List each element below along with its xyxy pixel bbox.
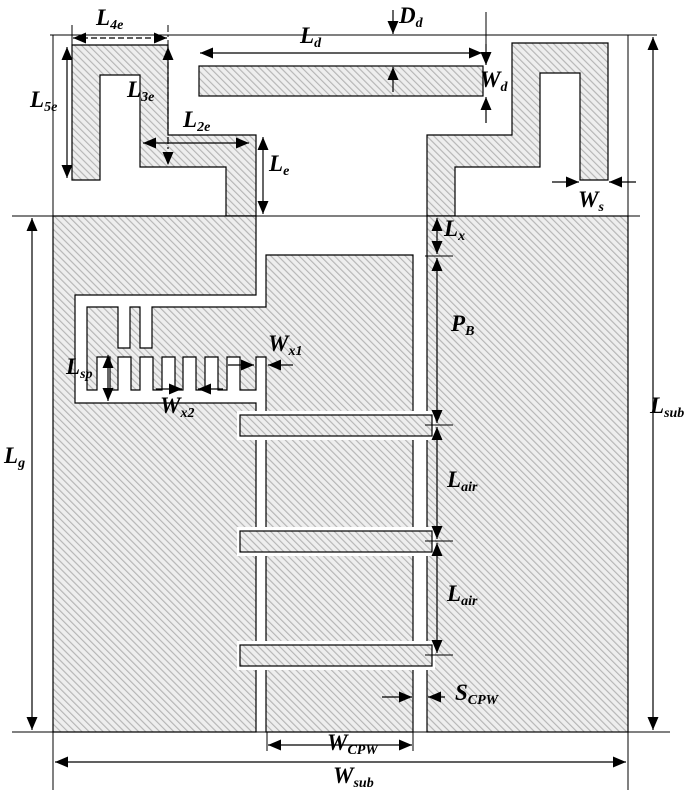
dim-label-PB: PB — [451, 311, 475, 340]
dim-label-Lair-2: Lair — [447, 581, 478, 610]
dim-label-Wsub: Wsub — [333, 763, 374, 792]
dim-label-Lx: Lx — [444, 216, 466, 245]
dim-label-Lsp: Lsp — [66, 354, 93, 383]
dim-label-WCPW: WCPW — [327, 730, 378, 759]
dim-label-Ld: Ld — [300, 23, 322, 52]
dim-label-Dd: Dd — [399, 3, 423, 32]
dim-label-Lair-1: Lair — [447, 467, 478, 496]
left-ground-plane — [52, 215, 257, 733]
central-patch-strip — [86, 254, 414, 733]
dim-label-Wx2: Wx2 — [160, 393, 195, 422]
right-ground-plane — [426, 215, 629, 733]
dim-label-L4e: L4e — [96, 5, 124, 34]
air-bridge-1 — [239, 414, 433, 437]
right-meander-element — [426, 42, 609, 217]
dim-label-L3e: L3e — [127, 77, 155, 106]
dim-label-L2e: L2e — [183, 107, 211, 136]
dim-label-Le: Le — [269, 151, 290, 180]
air-bridge-2 — [239, 530, 433, 553]
parasitic-strip — [198, 65, 484, 97]
air-bridges — [237, 411, 435, 670]
dim-label-Lg: Lg — [4, 443, 26, 472]
dim-label-Wx1: Wx1 — [268, 331, 303, 360]
dim-label-L5e: L5e — [30, 87, 58, 116]
air-bridge-3 — [239, 644, 433, 667]
dim-label-SCPW: SCPW — [455, 680, 499, 709]
dim-label-Ws: Ws — [578, 187, 604, 216]
dim-label-Wd: Wd — [480, 67, 508, 96]
dim-label-Lsub: Lsub — [650, 393, 685, 422]
